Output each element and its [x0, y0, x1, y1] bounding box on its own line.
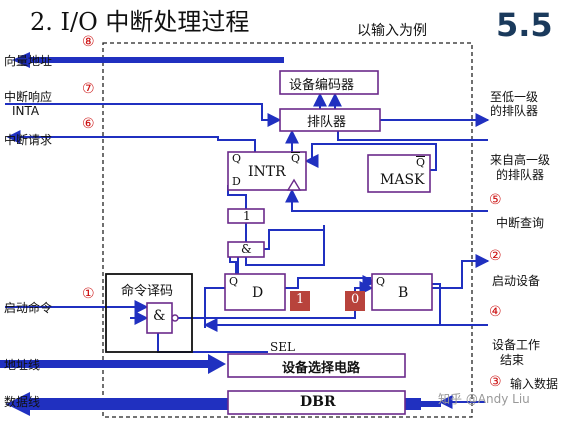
label-inta-line1: 中断响应: [4, 90, 53, 104]
label-int-request: 中断请求: [4, 133, 53, 147]
label-from-higher-1: 来自高一级: [490, 153, 551, 167]
step-1: ①: [82, 286, 95, 302]
cmd-decode-label: 命令译码: [121, 284, 174, 299]
decoder-and-gate: [146, 302, 173, 334]
dbr-box: [227, 390, 406, 415]
mask-qbar-label: Q: [416, 156, 426, 169]
label-device-done-1: 设备工作: [492, 338, 541, 352]
encoder-label: 设备编码器: [289, 78, 355, 93]
step-4: ④: [489, 304, 502, 320]
step-8: ⑧: [82, 34, 95, 50]
label-input-data: 输入数据: [510, 377, 559, 391]
b-state-value: 0: [351, 292, 360, 307]
b-q-label: Q: [376, 275, 386, 288]
queue-box: [279, 108, 381, 132]
label-to-lower-1: 至低一级: [490, 90, 539, 104]
d-state-value: 1: [296, 292, 305, 307]
label-start-device: 启动设备: [492, 274, 541, 288]
intr-qbar-label: Q: [291, 152, 301, 165]
mask-label: MASK: [380, 172, 425, 188]
section-number: 5.5: [496, 6, 553, 44]
signal-lines: [5, 92, 490, 409]
d-q-label: Q: [229, 275, 239, 288]
label-device-done-2: 结束: [500, 353, 525, 367]
sel-label: SEL: [270, 340, 295, 354]
b-state-cell: [345, 291, 365, 311]
intr-d-label: D: [232, 175, 241, 188]
gate-one-box: [227, 208, 265, 224]
intr-label: INTR: [248, 164, 286, 180]
data-bus: [6, 392, 441, 416]
gate-and-box: [227, 241, 265, 258]
step-3: ③: [489, 374, 502, 390]
label-vector-address: 向量地址: [4, 54, 53, 68]
decoder-inverter-bubble: [171, 314, 179, 322]
d-flipflop-label: D: [252, 285, 264, 301]
vector-address-bus: [12, 52, 284, 68]
label-int-query: 中断查询: [496, 216, 545, 230]
interface-boundary: [102, 42, 473, 418]
page-title: 2. I/O 中断处理过程: [30, 8, 250, 36]
device-encoder-box: [279, 70, 379, 95]
step-2: ②: [489, 248, 502, 264]
device-select-box: [227, 353, 406, 378]
mask-flipflop-box: [367, 154, 431, 193]
device-select-label: 设备选择电路: [282, 361, 361, 376]
watermark: 知乎 @Andy Liu: [438, 392, 530, 406]
address-bus: [0, 354, 226, 374]
step-5: ⑤: [489, 192, 502, 208]
queue-label: 排队器: [307, 115, 347, 130]
intr-clock-triangle: [286, 178, 302, 191]
step-7: ⑦: [82, 81, 95, 97]
intr-q-label: Q: [232, 152, 242, 165]
label-start-command: 启动命令: [4, 301, 53, 315]
gate-and-label: &: [241, 242, 252, 256]
page-subtitle: 以输入为例: [357, 23, 427, 39]
label-data-line: 数据线: [4, 395, 41, 409]
d-state-cell: [290, 291, 310, 311]
d-flipflop-box: [224, 273, 286, 311]
command-decoder-box: [105, 273, 193, 353]
label-to-lower-2: 的排队器: [490, 104, 539, 118]
step-6: ⑥: [82, 116, 95, 132]
decoder-and-label: &: [153, 308, 166, 324]
b-flipflop-box: [371, 273, 433, 311]
gate-one-label: 1: [243, 209, 251, 223]
label-from-higher-2: 的排队器: [496, 168, 545, 182]
dbr-label: DBR: [300, 394, 336, 410]
b-flipflop-label: B: [398, 285, 409, 301]
label-address-line: 地址线: [4, 358, 41, 372]
label-inta-line2: INTA: [12, 104, 40, 118]
